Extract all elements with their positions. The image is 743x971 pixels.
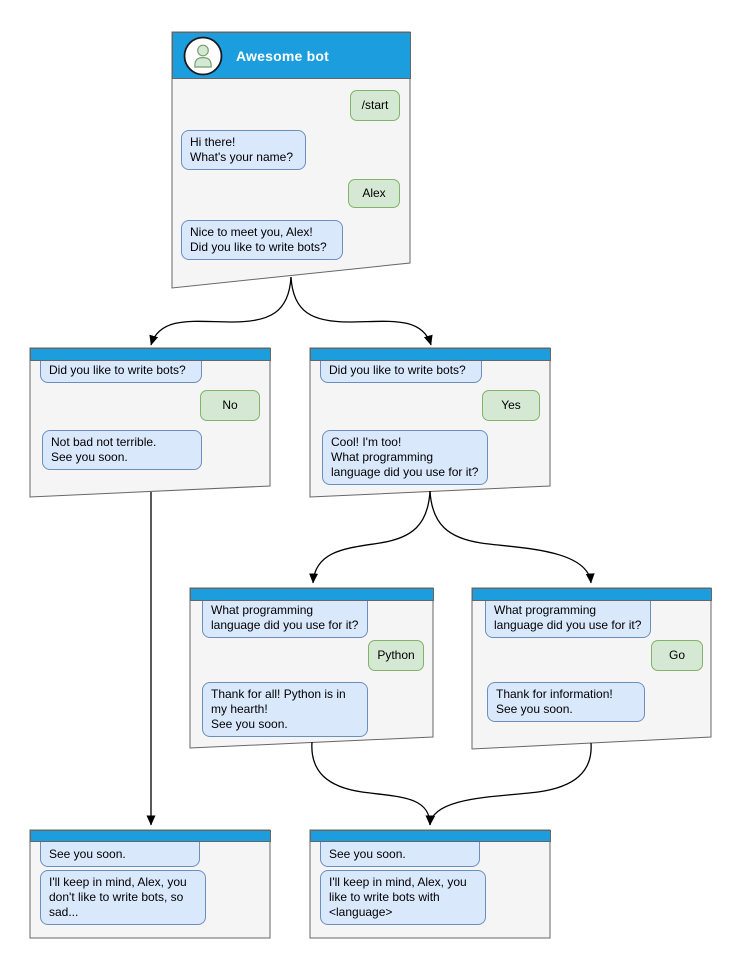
window-header-branch-no — [30, 348, 271, 361]
bot-message-bubble: Hi there! What's your name? — [181, 130, 306, 170]
arrow-main-to-yes — [290, 276, 433, 346]
bot-message-bubble: Cool! I'm too! What programming language… — [322, 430, 488, 485]
window-header-branch-python — [190, 588, 434, 601]
window-header-branch-go — [472, 588, 712, 601]
user-message-bubble: Go — [651, 640, 703, 671]
arrow-go-to-end — [426, 742, 592, 826]
user-message-bubble: Python — [368, 640, 424, 671]
window-header-main: Awesome bot — [172, 32, 411, 79]
user-message-bubble: Yes — [482, 390, 540, 421]
window-header-branch-yes — [310, 348, 551, 361]
window-title: Awesome bot — [236, 47, 329, 64]
arrow-main-to-no — [149, 276, 292, 346]
window-header-end-yes — [310, 830, 551, 842]
person-avatar-icon — [183, 36, 223, 75]
bot-message-bubble: I'll keep in mind, Alex, you like to wri… — [320, 870, 486, 925]
arrow-yes-to-go — [429, 490, 595, 584]
arrow-python-to-end — [311, 741, 435, 826]
arrow-yes-to-python — [309, 490, 431, 584]
user-message-bubble: Alex — [348, 179, 400, 208]
bot-message-bubble: I'll keep in mind, Alex, you don't like … — [40, 870, 206, 925]
user-message-bubble: No — [200, 390, 260, 421]
bot-message-bubble: Nice to meet you, Alex! Did you like to … — [181, 220, 343, 260]
window-header-end-no — [30, 830, 271, 842]
bot-message-bubble: Not bad not terrible. See you soon. — [42, 430, 202, 470]
user-message-bubble: /start — [350, 90, 400, 121]
bot-message-bubble: Thank for all! Python is in my hearth! S… — [202, 682, 368, 737]
bot-message-bubble: Thank for information! See you soon. — [487, 682, 645, 722]
